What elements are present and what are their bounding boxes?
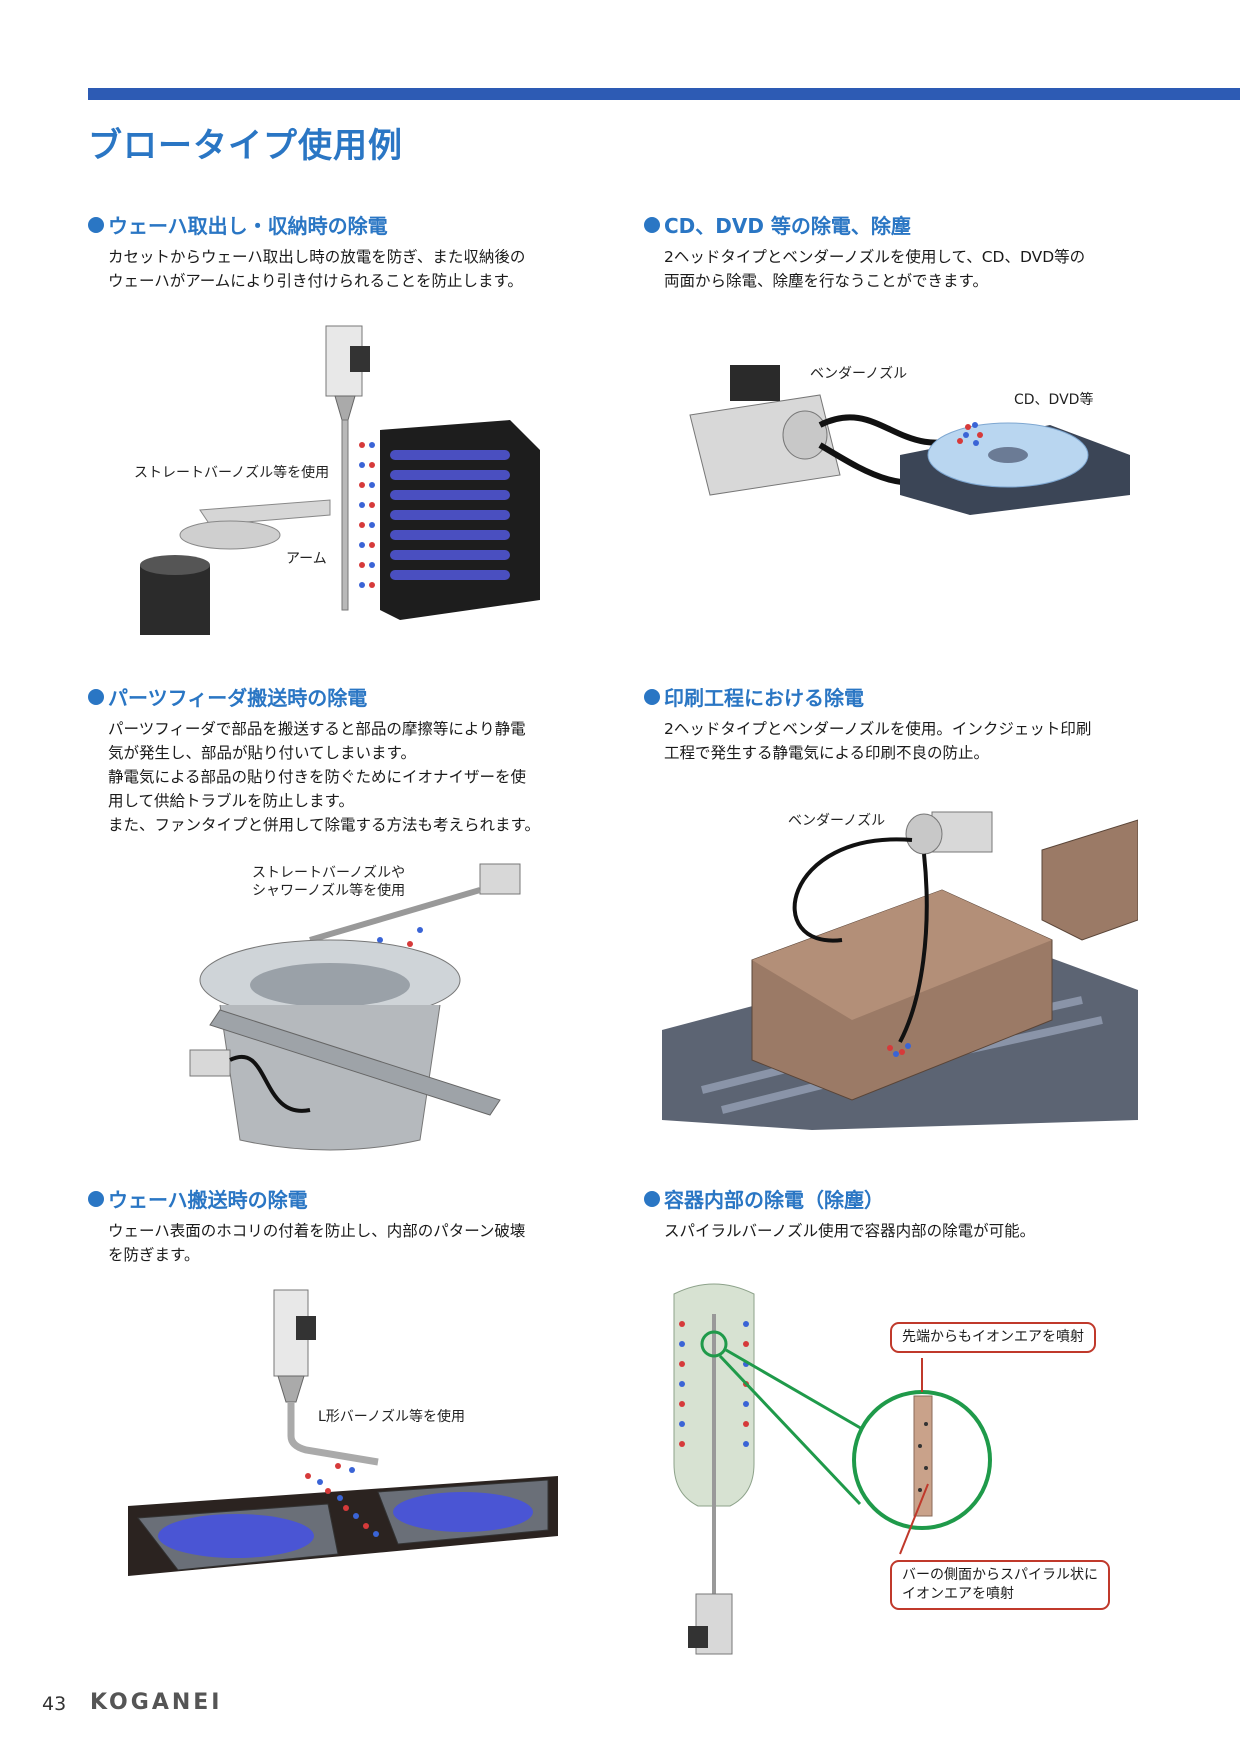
bullet-icon [88,216,104,233]
figure-wafer-cassette: ストレートバーノズル等を使用 アーム [134,320,560,640]
figure-cd-dvd: ベンダーノズル CD、DVD等 [670,355,1130,525]
container-illustration [673,1283,992,1655]
section-parts-feeder: パーツフィーダ搬送時の除電 パーツフィーダで部品を搬送すると部品の摩擦等により静… [88,682,648,837]
page-title: ブロータイプ使用例 [88,126,403,166]
section-wafer-transfer: ウェーハ搬送時の除電 ウェーハ表面のホコリの付着を防止し、内部のパターン破壊 を… [88,1184,648,1267]
top-rule [88,88,1240,100]
section-printing: 印刷工程における除電 2ヘッドタイプとベンダーノズルを使用。インクジェット印刷 … [644,682,1204,765]
figure-parts-feeder: ストレートバーノズルや シャワーノズル等を使用 [180,860,540,1160]
section-description: パーツフィーダで部品を搬送すると部品の摩擦等により静電 気が発生し、部品が貼り付… [108,720,540,834]
wafer-transfer-illustration [128,1289,558,1576]
section-description: スパイラルバーノズル使用で容器内部の除電が可能。 [664,1222,1036,1240]
callout-spiral-ion-air: バーの側面からスパイラル状に イオンエアを噴射 [890,1560,1110,1610]
section-description: 2ヘッドタイプとベンダーノズルを使用して、CD、DVD等の 両面から除電、除塵を… [664,248,1086,290]
callout-tip-ion-air: 先端からもイオンエアを噴射 [890,1322,1096,1353]
section-description: カセットからウェーハ取出し時の放電を防ぎ、また収納後の ウェーハがアームにより引… [108,248,526,290]
section-heading: ウェーハ搬送時の除電 [108,1188,308,1212]
figure-label: アーム [286,551,327,567]
section-container: 容器内部の除電（除塵） スパイラルバーノズル使用で容器内部の除電が可能。 [644,1184,1204,1243]
printing-illustration [662,811,1138,1130]
wafer-cassette-illustration [140,325,540,635]
figure-printing: ベンダーノズル [662,790,1138,1130]
brand-logo: KOGANEI [90,1690,223,1715]
section-heading: CD、DVD 等の除電、除塵 [664,214,911,238]
page-number: 43 [42,1693,67,1715]
section-heading: 印刷工程における除電 [664,686,864,710]
section-cd-dvd: CD、DVD 等の除電、除塵 2ヘッドタイプとベンダーノズルを使用して、CD、D… [644,210,1204,293]
section-description: 2ヘッドタイプとベンダーノズルを使用。インクジェット印刷 工程で発生する静電気に… [664,720,1092,762]
bullet-icon [644,1190,660,1207]
section-wafer-load: ウェーハ取出し・収納時の除電 カセットからウェーハ取出し時の放電を防ぎ、また収納… [88,210,628,293]
figure-wafer-transfer: L形バーノズル等を使用 [128,1286,568,1586]
bullet-icon [644,216,660,233]
section-heading: ウェーハ取出し・収納時の除電 [108,214,388,238]
parts-feeder-illustration [189,863,521,1151]
bullet-icon [88,1190,104,1207]
figure-label: ベンダーノズル [788,813,886,829]
figure-label: ストレートバーノズル等を使用 [134,465,330,481]
figure-label: CD、DVD等 [1014,392,1094,408]
bullet-icon [644,688,660,705]
figure-container: 先端からもイオンエアを噴射 バーの側面からスパイラル状に イオンエアを噴射 [660,1274,1120,1660]
figure-label: ストレートバーノズルや シャワーノズル等を使用 [252,865,406,899]
section-heading: パーツフィーダ搬送時の除電 [108,686,368,710]
figure-label: L形バーノズル等を使用 [318,1409,465,1425]
section-description: ウェーハ表面のホコリの付着を防止し、内部のパターン破壊 を防ぎます。 [108,1222,526,1264]
section-heading: 容器内部の除電（除塵） [664,1188,884,1212]
bullet-icon [88,688,104,705]
cd-dvd-illustration [689,365,1130,515]
figure-label: ベンダーノズル [810,366,908,382]
